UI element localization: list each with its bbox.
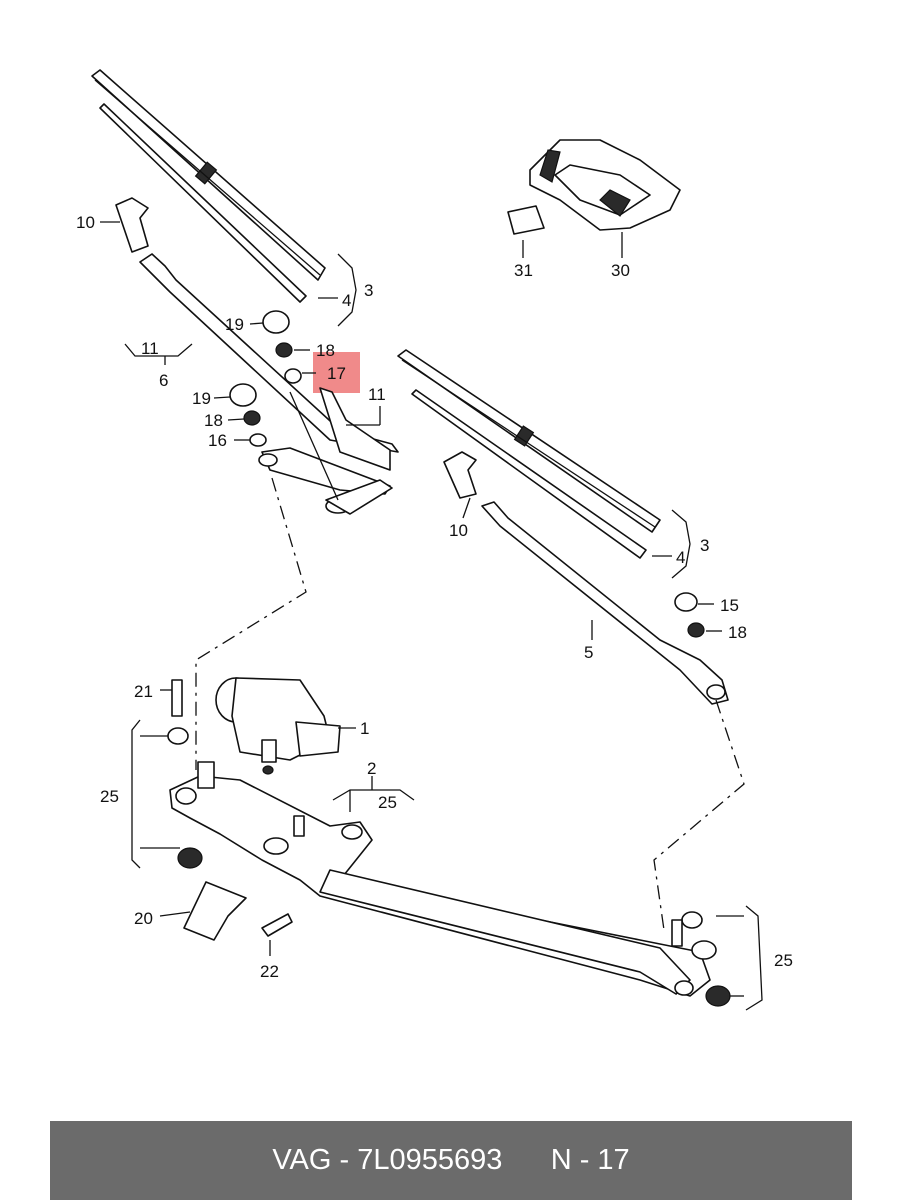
washer-16 [249,433,267,447]
label-18c: 18 [728,623,747,642]
label-11a: 11 [141,339,159,358]
label-20: 20 [134,909,153,928]
bracket-20 [183,881,247,941]
part-number-footer: VAG - 7L0955693 N - 17 [50,1121,852,1200]
right-wiper-arm [443,451,729,705]
label-30: 30 [611,261,630,280]
label-6: 6 [159,371,168,390]
label-22: 22 [260,962,279,981]
label-19b: 19 [192,389,211,408]
label-18b: 18 [204,411,223,430]
cap-15 [674,592,698,612]
label-19a: 19 [225,315,244,334]
exploded-parts-diagram: 10 11 6 19 18 17 19 18 16 11 4 3 31 30 1… [76,69,793,1011]
label-25b: 25 [378,793,397,812]
label-18a: 18 [316,341,335,360]
footer-separator: - [331,1144,358,1176]
label-2: 2 [367,759,376,778]
label-10a: 10 [76,213,95,232]
label-16: 16 [208,431,227,450]
screw-21 [171,679,183,717]
wiper-motor [215,677,341,775]
wiper-linkage-frame [169,761,731,1007]
nut-18a [275,342,293,358]
label-25a: 25 [100,787,119,806]
rain-sensor-module [507,139,681,235]
footer-brand: VAG [272,1144,332,1176]
washer-17 [284,368,302,384]
label-11b: 11 [368,385,386,404]
grommet-25b [177,847,203,869]
cap-19b [229,383,257,407]
label-3a: 3 [364,281,373,300]
leader-lines [100,221,763,1011]
label-10b: 10 [449,521,468,540]
screw-22 [261,913,293,937]
label-31: 31 [514,261,533,280]
label-5: 5 [584,643,593,662]
right-wiper-blade [397,349,661,559]
label-4b: 4 [676,548,685,567]
nut-18b [243,410,261,426]
footer-part-number: 7L0955693 [357,1144,503,1176]
label-17: 17 [327,364,346,383]
highlight-box-17 [313,352,360,393]
footer-position: N - 17 [550,1144,630,1176]
label-21: 21 [134,682,153,701]
label-25c: 25 [774,951,793,970]
label-4a: 4 [342,291,351,310]
label-15: 15 [720,596,739,615]
footer-gap [502,1144,550,1177]
left-wiper-arm [115,197,399,515]
grommet-25a [167,727,189,745]
nut-18c [687,622,705,638]
label-1: 1 [360,719,369,738]
cap-19a [262,310,290,334]
left-wiper-blade [91,69,326,303]
label-3b: 3 [700,536,709,555]
